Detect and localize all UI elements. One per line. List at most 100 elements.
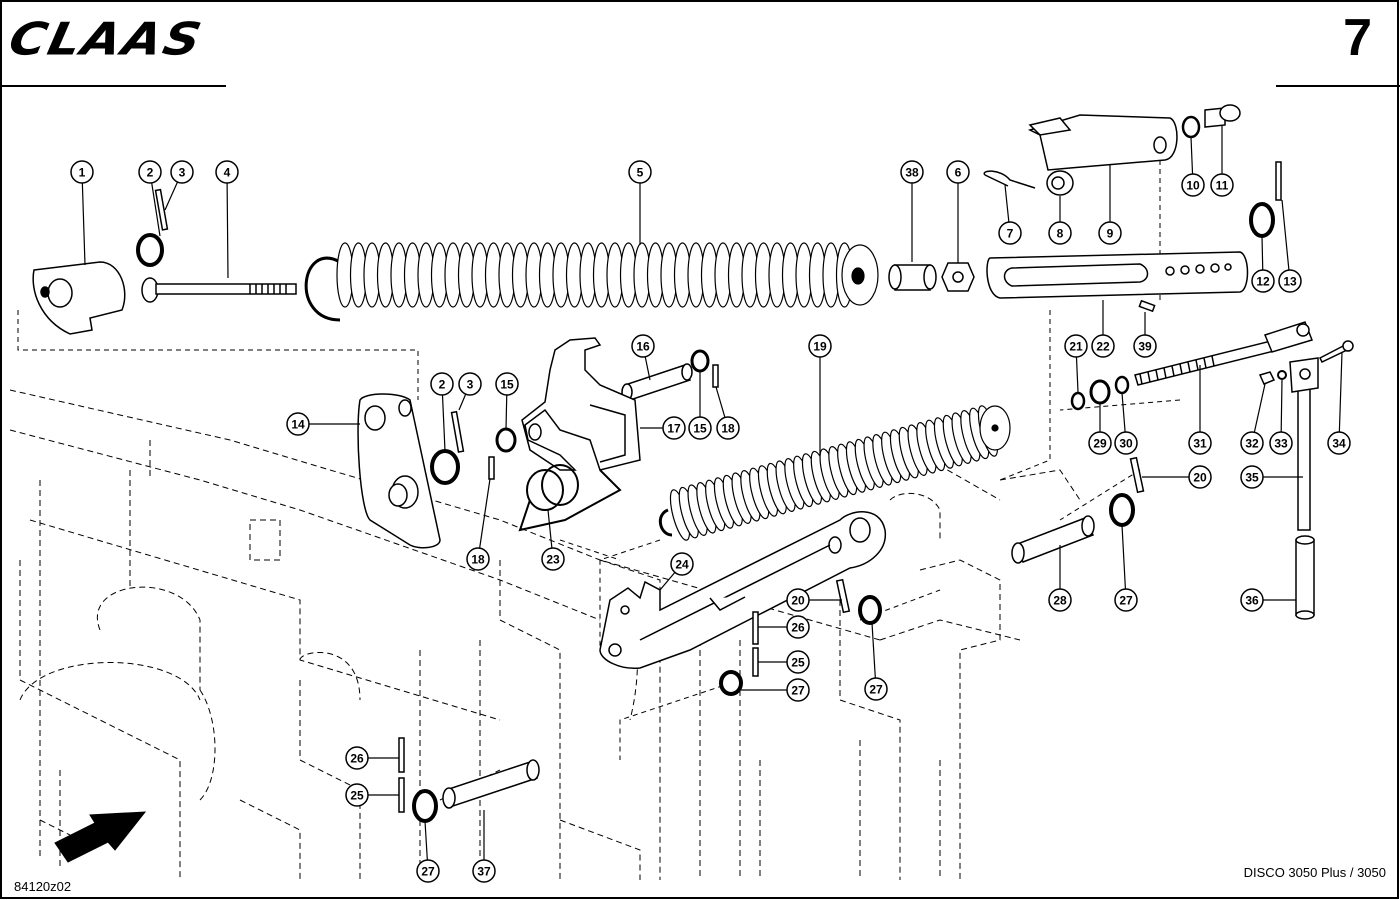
callout-circle bbox=[786, 650, 810, 674]
callout-25: 25 bbox=[345, 783, 369, 807]
callout-label: 26 bbox=[791, 621, 805, 635]
callout-leader bbox=[151, 182, 161, 237]
callout-label: 36 bbox=[1245, 594, 1259, 608]
callout-circle bbox=[541, 547, 565, 571]
callout-label: 32 bbox=[1245, 437, 1259, 451]
callout-label: 21 bbox=[1069, 340, 1083, 354]
callout-29: 29 bbox=[1088, 431, 1112, 455]
callout-leader bbox=[1261, 235, 1264, 271]
callout-leader bbox=[715, 386, 726, 418]
callout-34: 34 bbox=[1327, 431, 1351, 455]
part-3-pin bbox=[154, 188, 169, 231]
part-26-pin-bottom bbox=[398, 737, 405, 773]
callout-circle bbox=[1064, 334, 1088, 358]
callout-leader bbox=[458, 393, 467, 411]
callout-21: 21 bbox=[1064, 334, 1088, 358]
callout-label: 25 bbox=[350, 789, 364, 803]
callout-36: 36 bbox=[1240, 588, 1264, 612]
part-6-nut bbox=[941, 262, 975, 292]
part-4-bolt bbox=[141, 277, 297, 303]
callout-label: 29 bbox=[1093, 437, 1107, 451]
callout-circle bbox=[786, 678, 810, 702]
callout-label: 33 bbox=[1274, 437, 1288, 451]
callout-circle bbox=[1088, 431, 1112, 455]
callout-label: 13 bbox=[1283, 275, 1297, 289]
part-25-pin-middle bbox=[752, 647, 759, 677]
callout-14: 14 bbox=[286, 412, 310, 436]
callout-leader bbox=[1338, 351, 1343, 433]
callout-label: 17 bbox=[667, 422, 681, 436]
callout-12: 12 bbox=[1251, 269, 1275, 293]
callout-26: 26 bbox=[345, 746, 369, 770]
callout-27: 27 bbox=[416, 859, 440, 883]
part-7-clip bbox=[983, 170, 1036, 189]
callout-19: 19 bbox=[808, 334, 832, 358]
part-36-sleeve bbox=[1295, 535, 1315, 620]
part-8-bushing bbox=[1046, 170, 1074, 196]
callout-circle bbox=[688, 416, 712, 440]
callout-circle bbox=[1133, 334, 1157, 358]
callout-leader bbox=[1121, 524, 1127, 590]
callout-22: 22 bbox=[1091, 334, 1115, 358]
callout-label: 20 bbox=[791, 594, 805, 608]
callout-label: 37 bbox=[477, 865, 491, 879]
callout-leader bbox=[226, 182, 229, 279]
callout-circle bbox=[472, 859, 496, 883]
callout-25: 25 bbox=[786, 650, 810, 674]
callout-circle bbox=[786, 615, 810, 639]
callout-label: 3 bbox=[467, 378, 474, 392]
callout-label: 6 bbox=[955, 166, 962, 180]
callout-label: 27 bbox=[421, 865, 435, 879]
callout-circle bbox=[1327, 431, 1351, 455]
callout-circle bbox=[430, 372, 454, 396]
callout-label: 10 bbox=[1186, 179, 1200, 193]
callout-30: 30 bbox=[1114, 431, 1138, 455]
callout-8: 8 bbox=[1048, 221, 1072, 245]
callout-label: 2 bbox=[147, 166, 154, 180]
brand-logo: CLAAS bbox=[4, 12, 208, 66]
callout-label: 38 bbox=[905, 166, 919, 180]
part-23-spring-clip bbox=[518, 464, 622, 532]
callout-circle bbox=[662, 416, 686, 440]
part-39-pin bbox=[1138, 299, 1156, 313]
callout-label: 2 bbox=[439, 378, 446, 392]
callout-leader bbox=[479, 478, 491, 549]
callout-circle bbox=[631, 334, 655, 358]
callout-32: 32 bbox=[1240, 431, 1264, 455]
callout-circle bbox=[998, 221, 1022, 245]
callout-label: 5 bbox=[637, 166, 644, 180]
page-number: 7 bbox=[1343, 9, 1372, 67]
callout-label: 30 bbox=[1119, 437, 1133, 451]
callout-circle bbox=[466, 547, 490, 571]
callout-15: 15 bbox=[495, 372, 519, 396]
part-34-bolt bbox=[1318, 340, 1354, 363]
callout-leader bbox=[1280, 379, 1283, 433]
part-32-nut bbox=[1258, 371, 1276, 385]
callout-leader bbox=[81, 182, 86, 266]
callout-15: 15 bbox=[688, 416, 712, 440]
callout-9: 9 bbox=[1098, 221, 1122, 245]
callout-label: 15 bbox=[500, 378, 514, 392]
part-18-pin-lower bbox=[488, 456, 495, 480]
callout-leader bbox=[659, 572, 676, 591]
callout-circle bbox=[1098, 221, 1122, 245]
part-19-spring bbox=[658, 405, 1011, 541]
part-30-washer bbox=[1114, 375, 1130, 395]
part-13-pin bbox=[1275, 161, 1282, 201]
callout-23: 23 bbox=[541, 547, 565, 571]
callout-label: 19 bbox=[813, 340, 827, 354]
callout-33: 33 bbox=[1269, 431, 1293, 455]
callout-circle bbox=[170, 160, 194, 184]
callout-label: 24 bbox=[675, 558, 689, 572]
callout-circle bbox=[900, 160, 924, 184]
callout-circle bbox=[1114, 431, 1138, 455]
callout-circle bbox=[1240, 465, 1264, 489]
callout-3: 3 bbox=[458, 372, 482, 396]
callout-26: 26 bbox=[786, 615, 810, 639]
part-11-bolt bbox=[1204, 104, 1241, 128]
part-9-cover bbox=[1027, 114, 1178, 171]
part-18-pin bbox=[712, 364, 719, 388]
part-3-pin-lower bbox=[450, 410, 465, 453]
callout-28: 28 bbox=[1048, 588, 1072, 612]
